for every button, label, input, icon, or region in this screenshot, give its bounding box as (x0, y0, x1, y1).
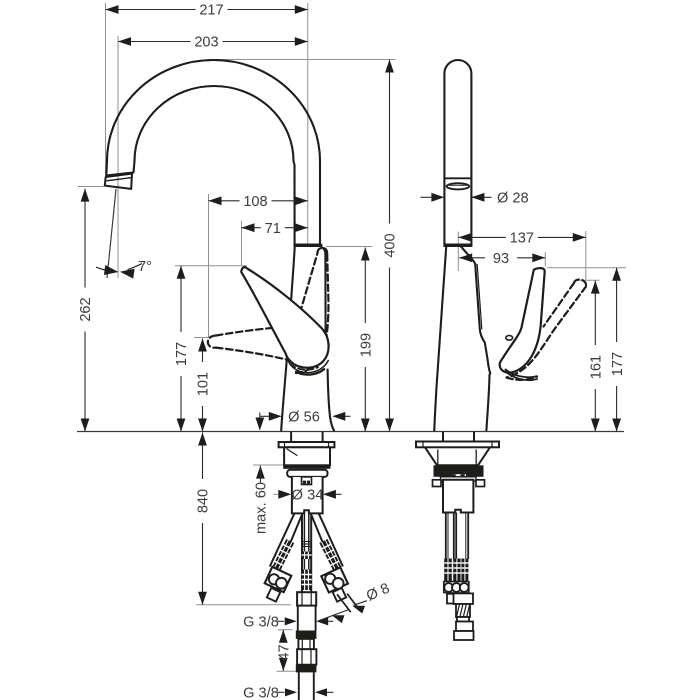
svg-text:Ø 28: Ø 28 (497, 191, 529, 207)
svg-text:217: 217 (199, 3, 223, 19)
svg-text:71: 71 (265, 221, 281, 237)
svg-text:Ø 34: Ø 34 (292, 488, 324, 504)
svg-text:G 3/8: G 3/8 (243, 686, 279, 700)
svg-text:400: 400 (383, 233, 399, 257)
svg-text:161: 161 (589, 355, 605, 379)
svg-text:177: 177 (610, 352, 626, 376)
svg-text:Ø 56: Ø 56 (288, 410, 320, 426)
svg-text:101: 101 (196, 372, 212, 396)
svg-text:137: 137 (510, 231, 534, 247)
svg-text:G 3/8: G 3/8 (243, 615, 279, 631)
svg-text:max. 60: max. 60 (254, 482, 270, 534)
svg-text:840: 840 (196, 489, 212, 513)
svg-text:47: 47 (277, 644, 293, 660)
svg-text:93: 93 (493, 251, 509, 267)
svg-text:108: 108 (243, 194, 267, 210)
svg-text:262: 262 (78, 297, 94, 321)
svg-text:199: 199 (359, 333, 375, 357)
svg-text:177: 177 (174, 342, 190, 366)
svg-text:203: 203 (194, 35, 218, 51)
svg-text:7°: 7° (138, 259, 152, 275)
